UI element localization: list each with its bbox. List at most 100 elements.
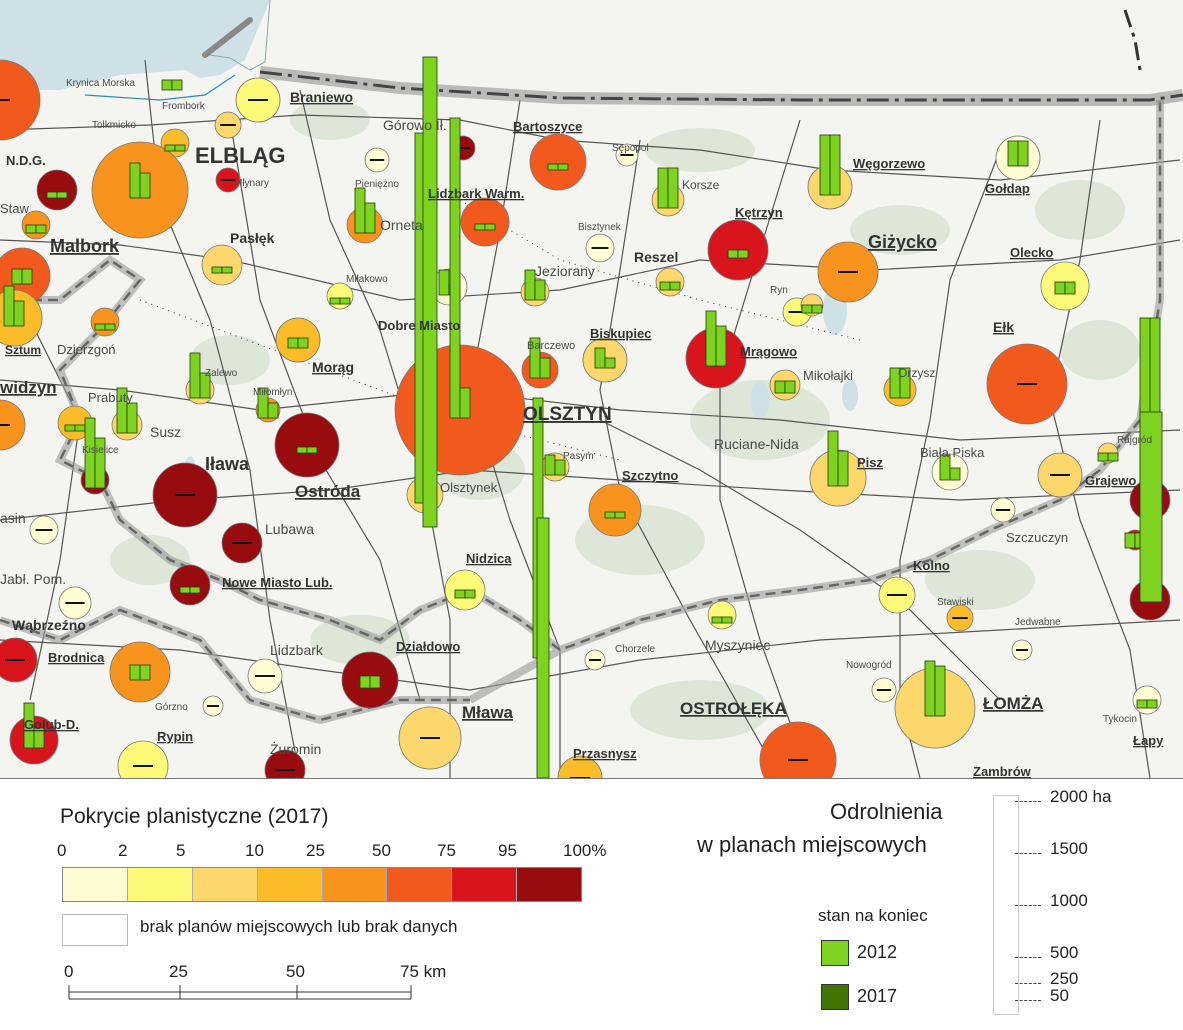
place-label-gizycko: Giżycko xyxy=(868,232,937,252)
place-label-pasym: Pasym xyxy=(563,451,594,462)
coverage-swatch-3 xyxy=(257,868,323,901)
bar-2017 xyxy=(1064,281,1076,295)
bar-2012 xyxy=(329,297,341,305)
place-label-lidzbarkw: Lidzbark Warm. xyxy=(428,186,524,201)
bar-2017 xyxy=(949,467,961,481)
place-label-jedwabne: Jedwabne xyxy=(1015,617,1061,628)
coverage-tick-2: 5 xyxy=(176,841,186,860)
bar-2012 xyxy=(774,380,786,394)
bar-2012 xyxy=(46,191,58,199)
bar-2017 xyxy=(614,511,626,519)
coverage-swatch-6 xyxy=(452,868,518,901)
place-label-barczewo: Barczewo xyxy=(527,340,575,352)
coverage-tick-5: 50 xyxy=(372,841,391,860)
place-label-szczuczyn: Szczuczyn xyxy=(1006,530,1068,545)
tall-bar xyxy=(1139,411,1163,603)
place-label-lidzbark: Lidzbark xyxy=(270,642,324,658)
bar-2012 xyxy=(801,304,813,314)
coverage-tick-7: 95 xyxy=(498,841,517,860)
bar-2017 xyxy=(199,372,211,399)
bar-2012 xyxy=(659,281,671,291)
place-label-mragowo: Mrągowo xyxy=(740,344,797,359)
coverage-color-bar xyxy=(62,867,582,902)
bar-2017 xyxy=(221,266,233,274)
ha-tick-line-0 xyxy=(1015,801,1041,802)
coverage-circle xyxy=(117,740,169,778)
bar-2012 xyxy=(1097,452,1109,462)
place-label-nowogrod: Nowogród xyxy=(846,660,892,671)
coverage-circle xyxy=(169,564,211,606)
place-label-lapy: Łapy xyxy=(1133,733,1164,748)
bar-2012 xyxy=(939,454,951,481)
bar-2017 xyxy=(667,167,679,209)
bar-2017 xyxy=(934,665,946,717)
swatch-2017 xyxy=(821,984,849,1010)
bar-2012 xyxy=(438,269,450,296)
coverage-circle xyxy=(707,600,737,630)
ha-tick-label-3: 500 xyxy=(1050,943,1079,962)
bar-2012 xyxy=(1007,140,1019,167)
coverage-swatch-7 xyxy=(517,868,581,901)
place-label-zalewo: Zalewo xyxy=(205,368,238,379)
scale-tick-25: 25 xyxy=(169,962,188,981)
bar-2012 xyxy=(1136,699,1148,709)
bar-2012 xyxy=(25,224,37,234)
bar-2017 xyxy=(74,424,86,432)
place-label-grajewo: Grajewo xyxy=(1085,473,1136,488)
place-label-krynica: Krynica Morska xyxy=(66,78,135,89)
sea xyxy=(0,0,270,90)
place-label-jeziorany: Jeziorany xyxy=(535,263,595,279)
tall-bar xyxy=(536,517,550,778)
coverage-tick-8: 100% xyxy=(563,841,607,860)
bar-2017 xyxy=(94,437,106,489)
bar-2017 xyxy=(174,144,186,152)
place-label-olecko: Olecko xyxy=(1010,245,1053,260)
coverage-circle xyxy=(264,749,306,778)
bar-2017 xyxy=(811,304,823,314)
coverage-circle xyxy=(201,244,243,286)
bar-2012 xyxy=(179,586,191,594)
scale-tick-50: 50 xyxy=(286,962,305,981)
stan-label: stan na koniec xyxy=(818,906,928,925)
bar-2017 xyxy=(56,191,68,199)
ha-tick-line-2 xyxy=(1015,905,1041,906)
place-label-ryn: Ryn xyxy=(770,285,788,296)
bar-2012 xyxy=(454,589,466,599)
coverage-circle xyxy=(0,399,26,451)
no-plans-label: brak planów miejscowych lub brak danych xyxy=(140,917,458,936)
bar-2017 xyxy=(35,224,47,234)
bar-2012 xyxy=(164,144,176,152)
place-label-miloml: Miłomłyn xyxy=(253,387,292,398)
bar-2012 xyxy=(161,79,173,91)
place-label-stawiski: Stawiski xyxy=(937,597,974,608)
ha-tick-label-0: 2000 ha xyxy=(1050,787,1112,806)
place-label-zambrow: Zambrów xyxy=(973,764,1032,778)
place-label-korsze: Korsze xyxy=(682,178,720,192)
bar-2012 xyxy=(11,268,23,285)
bar-2017 xyxy=(267,402,279,419)
place-label-gorzno: Górzno xyxy=(155,702,188,713)
coverage-tick-6: 75 xyxy=(437,841,456,860)
coverage-circle xyxy=(588,483,642,537)
coverage-swatch-2 xyxy=(192,868,258,901)
coverage-circle xyxy=(759,721,837,778)
bar-2012 xyxy=(189,352,201,399)
place-label-sztum: Sztum xyxy=(5,343,41,357)
place-label-bialapiska: Biała Piska xyxy=(920,445,985,460)
coverage-tick-3: 10 xyxy=(245,841,264,860)
bar-2012 xyxy=(287,337,299,349)
bar-2012 xyxy=(657,167,669,209)
bar-2017 xyxy=(737,249,749,259)
bar-2012 xyxy=(296,446,308,454)
bar-2017 xyxy=(829,134,841,196)
place-label-braniewo: Braniewo xyxy=(290,89,353,105)
place-label-prabuty: Prabuty xyxy=(88,390,133,405)
place-label-paslek: Pasłęk xyxy=(230,230,275,246)
lagoon-coast xyxy=(84,74,236,101)
bar-2017 xyxy=(189,586,201,594)
place-label-olsztyn: OLSZTYN xyxy=(523,404,612,425)
place-label-orzysz: Orzysz xyxy=(898,366,935,380)
odrolnienia-title: Odrolnienia xyxy=(830,799,943,824)
